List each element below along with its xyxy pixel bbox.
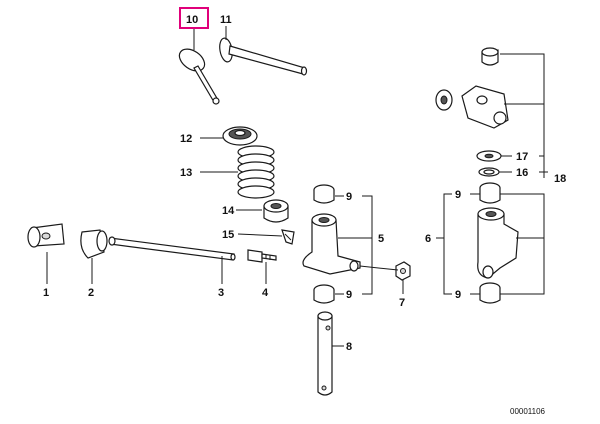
lifter-pad-left [27,223,65,248]
label-16[interactable]: 16 [516,167,528,179]
label-13[interactable]: 13 [180,167,192,179]
washer-17 [476,150,502,162]
rocker-arm-6 [477,207,519,279]
exhaust-valve [219,37,308,76]
part-labels: 10 11 12 13 14 15 9 5 9 7 8 1 2 3 4 17 1… [43,7,566,416]
label-8[interactable]: 8 [346,341,352,353]
spring-retainer [222,126,258,146]
lock-nut [395,261,411,281]
diagram-reference-number: 00001106 [510,407,546,416]
label-10[interactable]: 10 [186,14,198,26]
bushing-lower-right [479,282,501,304]
highlight-box-10 [179,7,209,29]
label-11[interactable]: 11 [220,14,232,26]
intake-valve [178,48,220,105]
label-14[interactable]: 14 [222,205,235,217]
label-9-bottom[interactable]: 9 [346,289,352,301]
bushing-upper-right [479,182,501,204]
label-7[interactable]: 7 [399,297,405,309]
rocker-pin [317,311,333,396]
valve-stem-seal [263,199,289,223]
label-9-top[interactable]: 9 [346,191,352,203]
label-1[interactable]: 1 [43,287,49,299]
leader-lines [46,26,548,347]
label-9-right-bottom[interactable]: 9 [455,289,461,301]
valve-spring [237,145,275,199]
label-18[interactable]: 18 [554,173,566,185]
label-9-right-top[interactable]: 9 [455,189,461,201]
rocker-arm [302,184,361,304]
label-17[interactable]: 17 [516,151,528,163]
eccentric-bushing [80,229,108,259]
label-12[interactable]: 12 [180,133,192,145]
label-3[interactable]: 3 [218,287,224,299]
rocker-shaft [108,236,236,261]
bushing-16 [478,167,500,177]
label-5[interactable]: 5 [378,233,384,245]
label-15[interactable]: 15 [222,229,234,241]
label-4[interactable]: 4 [262,287,269,299]
rocker-cap [481,47,499,66]
valve-collet [281,229,295,245]
adjusting-bolt [247,249,277,263]
label-6[interactable]: 6 [425,233,431,245]
label-2[interactable]: 2 [88,287,94,299]
rocker-arm-upper [435,85,509,129]
